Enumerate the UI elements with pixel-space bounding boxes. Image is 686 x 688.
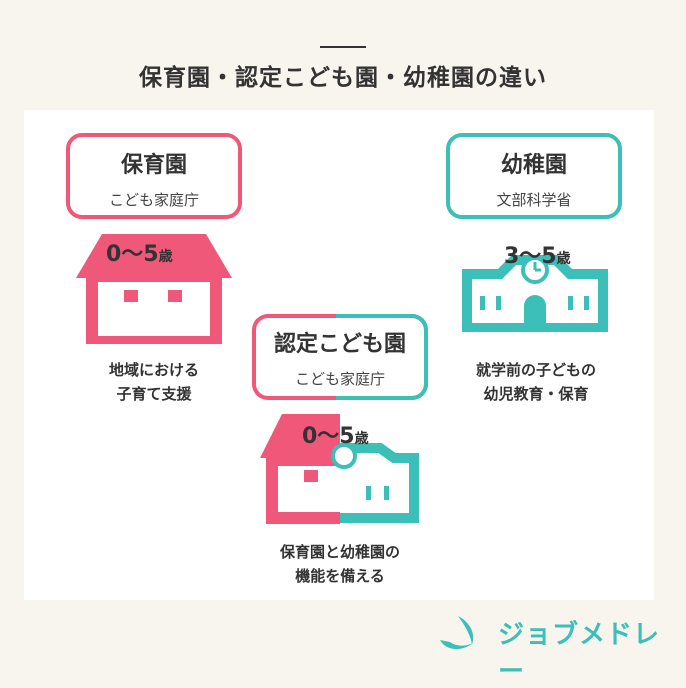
- hoikuen-description: 地域における 子育て支援: [66, 358, 242, 406]
- brand-name: ジョブメドレー: [498, 620, 661, 687]
- nintei-desc-line1: 保育園と幼稚園の: [279, 543, 400, 561]
- hoikuen-age-suffix: 歳: [158, 249, 173, 265]
- nintei-description: 保育園と幼稚園の 機能を備える: [232, 540, 448, 588]
- hoikuen-name: 保育園: [120, 153, 187, 178]
- nintei-name: 認定こども園: [273, 332, 406, 357]
- yochien-ministry: 文部科学省: [496, 191, 572, 209]
- yochien-desc-line2: 幼児教育・保育: [483, 385, 589, 403]
- brand-logo-icon: [440, 616, 476, 649]
- yochien-age-suffix: 歳: [556, 251, 571, 267]
- nintei-age-range: 0～5: [302, 424, 355, 449]
- nintei-desc-line2: 機能を備える: [295, 567, 385, 585]
- yochien-age-range: 3～5: [504, 244, 557, 269]
- yochien-name: 幼稚園: [500, 153, 567, 178]
- hoikuen-card: 保育園 こども家庭庁: [66, 133, 242, 219]
- yochien-card: 幼稚園 文部科学省: [446, 133, 622, 219]
- hoikuen-ministry: こども家庭庁: [108, 191, 199, 209]
- school-icon: [462, 255, 608, 332]
- nintei-ministry: こども家庭庁: [294, 370, 385, 388]
- hoikuen-desc-line1: 地域における: [108, 361, 199, 379]
- house-icon: [76, 234, 232, 344]
- nintei-card: 認定こども園 こども家庭庁: [252, 314, 428, 400]
- hoikuen-desc-line2: 子育て支援: [116, 385, 192, 403]
- combined-house-school-icon: [260, 414, 419, 524]
- hoikuen-age: 0～5歳: [106, 236, 173, 268]
- yochien-age: 3～5歳: [504, 238, 571, 270]
- yochien-desc-line1: 就学前の子どもの: [475, 361, 596, 379]
- yochien-description: 就学前の子どもの 幼児教育・保育: [438, 358, 634, 406]
- nintei-age-suffix: 歳: [354, 431, 369, 447]
- hoikuen-age-range: 0～5: [106, 242, 159, 267]
- title-rule: [320, 46, 366, 48]
- page-title: 保育園・認定こども園・幼稚園の違い: [139, 65, 547, 91]
- nintei-age: 0～5歳: [302, 418, 369, 450]
